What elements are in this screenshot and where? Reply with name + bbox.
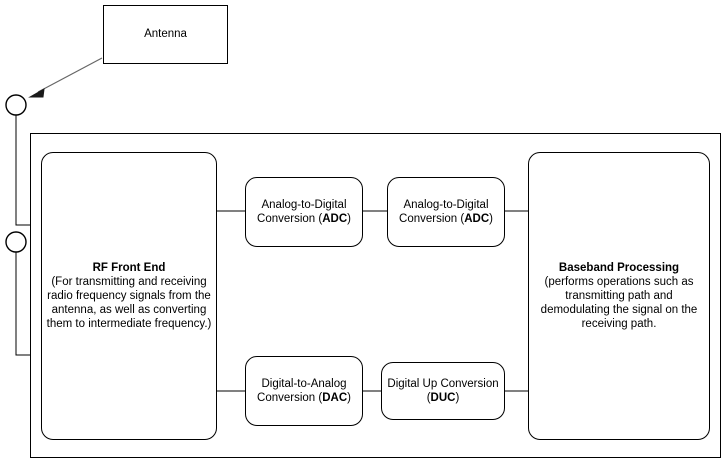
dac-line2: Conversion (DAC) bbox=[257, 391, 351, 405]
adc-2-line1: Analog-to-Digital bbox=[403, 198, 489, 211]
dac-line1: Digital-to-Analog bbox=[261, 377, 347, 390]
duc-line1: Digital Up Conversion bbox=[387, 377, 499, 390]
adc-1-line2: Conversion (ADC) bbox=[257, 212, 351, 226]
dac-node[interactable]: Digital-to-Analog Conversion (DAC) bbox=[245, 356, 363, 426]
baseband-line1: (performs operations such as bbox=[544, 275, 694, 288]
antenna-label: Antenna bbox=[144, 28, 187, 41]
adc-1-node[interactable]: Analog-to-Digital Conversion (ADC) bbox=[245, 177, 363, 247]
antenna-node[interactable]: Antenna bbox=[103, 5, 228, 64]
duc-node[interactable]: Digital Up Conversion (DUC) bbox=[381, 362, 505, 420]
dac-paren-close: ) bbox=[347, 392, 351, 404]
duc-line2: (DUC) bbox=[427, 391, 460, 405]
rf-front-end-title: RF Front End bbox=[92, 261, 166, 274]
baseband-line3: demodulating the signal on the bbox=[540, 304, 698, 317]
baseband-line4: receiving path. bbox=[581, 318, 657, 331]
rf-front-end-line1: (For transmitting and receiving bbox=[51, 275, 207, 288]
duc-abbr: DUC bbox=[430, 392, 456, 404]
adc-1-abbr: ADC bbox=[322, 213, 348, 225]
baseband-title: Baseband Processing bbox=[558, 261, 680, 274]
dac-abbr: DAC bbox=[322, 392, 348, 404]
adc-1-line1: Analog-to-Digital bbox=[261, 198, 347, 211]
adc-1-paren-close: ) bbox=[347, 213, 351, 225]
rf-front-end-line4: them to intermediate frequency.) bbox=[46, 318, 212, 331]
dac-conversion-text: Conversion ( bbox=[257, 392, 323, 404]
rf-front-end-node[interactable]: RF Front End (For transmitting and recei… bbox=[41, 152, 217, 440]
adc-2-node[interactable]: Analog-to-Digital Conversion (ADC) bbox=[387, 177, 505, 247]
rf-front-end-line2: radio frequency signals from the bbox=[47, 289, 211, 302]
duc-paren-open: ( bbox=[426, 392, 431, 404]
adc-2-conversion-text: Conversion ( bbox=[399, 213, 465, 225]
duc-paren-close: ) bbox=[455, 392, 460, 404]
adc-1-conversion-text: Conversion ( bbox=[257, 213, 323, 225]
adc-2-abbr: ADC bbox=[464, 213, 490, 225]
baseband-processing-node[interactable]: Baseband Processing (performs operations… bbox=[528, 152, 710, 440]
antenna-arrow bbox=[28, 57, 103, 98]
antenna-port-upper[interactable] bbox=[5, 94, 30, 226]
adc-2-line2: Conversion (ADC) bbox=[399, 212, 493, 226]
baseband-line2: transmitting path and bbox=[565, 289, 673, 302]
adc-2-paren-close: ) bbox=[489, 213, 493, 225]
rf-front-end-line3: antenna, as well as converting bbox=[51, 304, 207, 317]
antenna-port-lower[interactable] bbox=[5, 231, 30, 356]
